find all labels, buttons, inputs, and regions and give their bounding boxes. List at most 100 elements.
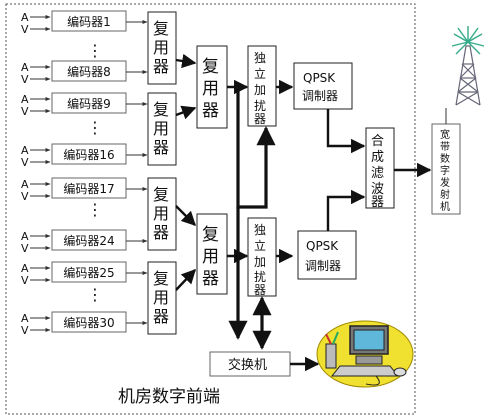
mux-stage2-top: 复 用 器 xyxy=(196,45,228,129)
antenna-tower-icon xyxy=(451,26,485,106)
svg-text:用: 用 xyxy=(153,38,169,57)
svg-text:用: 用 xyxy=(153,204,169,223)
svg-text:复: 复 xyxy=(153,269,169,288)
svg-text:立: 立 xyxy=(254,66,266,81)
svg-text:器: 器 xyxy=(371,195,384,210)
svg-text:立: 立 xyxy=(254,238,266,253)
svg-text:QPSK: QPSK xyxy=(303,71,336,85)
scrambler-top: 独 立 加 扰 器 xyxy=(247,45,277,127)
video-input-label: V xyxy=(21,105,29,118)
video-input-label: V xyxy=(21,156,29,169)
svg-text:用: 用 xyxy=(202,247,219,267)
ellipsis-1: ⋮ xyxy=(87,41,103,60)
audio-input-label: A xyxy=(21,11,29,24)
svg-text:宽: 宽 xyxy=(440,128,450,141)
arrow-qpsk-top-to-combiner xyxy=(326,109,366,154)
audio-input-label: A xyxy=(21,178,29,191)
encoder-box xyxy=(51,229,127,251)
mux-stage1-d: 复 用 器 xyxy=(147,261,177,335)
svg-text:复: 复 xyxy=(153,185,169,204)
qpsk-modulator-top: QPSK 调制器 xyxy=(293,62,353,110)
encoder-label: 编码器24 xyxy=(63,233,114,248)
audio-input-label: A xyxy=(21,312,29,325)
switch-bus xyxy=(228,87,276,350)
encoder-label: 编码器25 xyxy=(63,265,114,280)
encoder-box xyxy=(51,261,127,283)
svg-text:发: 发 xyxy=(440,176,450,189)
scrambler-bottom: 独 立 加 扰 器 xyxy=(247,217,277,297)
svg-text:用: 用 xyxy=(153,288,169,307)
encoder-row: AV 编码器24 xyxy=(21,229,127,255)
arrow-qpsk-bottom-to-combiner xyxy=(326,189,366,231)
svg-text:复: 复 xyxy=(202,57,219,77)
computer-workstation-icon xyxy=(316,320,414,388)
encoder-row: AV 编码器17 xyxy=(21,177,127,203)
ellipsis-2: ⋮ xyxy=(87,118,103,137)
audio-input-label: A xyxy=(21,262,29,275)
video-input-label: V xyxy=(21,274,29,287)
ellipsis-3: ⋮ xyxy=(87,200,103,219)
audio-input-label: A xyxy=(21,230,29,243)
encoder-label: 编码器9 xyxy=(67,96,111,111)
encoder-label: 编码器8 xyxy=(67,64,111,79)
svg-text:复: 复 xyxy=(153,19,169,38)
encoder-box xyxy=(51,177,127,199)
switch: 交换机 xyxy=(209,351,291,377)
video-input-label: V xyxy=(21,242,29,255)
svg-text:用: 用 xyxy=(153,119,169,138)
headend-frame xyxy=(5,3,416,415)
encoder-label: 编码器17 xyxy=(63,181,114,196)
svg-text:调制器: 调制器 xyxy=(305,259,341,273)
svg-text:加: 加 xyxy=(254,83,266,97)
encoder-arrows xyxy=(126,20,148,325)
svg-text:机: 机 xyxy=(440,200,450,213)
svg-text:成: 成 xyxy=(371,150,384,165)
mux-stage1-a: 复 用 器 xyxy=(147,11,177,85)
mux-stage2-bottom: 复 用 器 xyxy=(196,213,228,295)
svg-text:器: 器 xyxy=(254,283,266,297)
svg-text:复: 复 xyxy=(202,225,219,245)
encoder-box xyxy=(51,10,127,32)
encoder-box xyxy=(51,92,127,114)
svg-text:独: 独 xyxy=(254,51,266,65)
video-input-label: V xyxy=(21,73,29,86)
audio-input-label: A xyxy=(21,61,29,74)
svg-text:滤: 滤 xyxy=(371,166,384,181)
encoder-label: 编码器16 xyxy=(63,147,114,162)
qpsk-modulator-bottom: QPSK 调制器 xyxy=(297,230,357,280)
encoder-row: AV 编码器16 xyxy=(21,143,127,169)
svg-text:器: 器 xyxy=(202,269,219,289)
svg-text:调制器: 调制器 xyxy=(302,89,338,103)
svg-text:器: 器 xyxy=(153,57,169,76)
broadband-transmitter: 宽 带 数 字 发 射 机 xyxy=(431,123,461,215)
svg-text:独: 独 xyxy=(254,223,266,237)
svg-text:带: 带 xyxy=(440,141,450,153)
combiner-filter: 合 成 滤 波 器 xyxy=(365,127,395,210)
svg-text:合: 合 xyxy=(371,134,384,149)
video-input-label: V xyxy=(21,190,29,203)
svg-text:复: 复 xyxy=(153,100,169,119)
encoder-group: AV编码器1AV编码器8AV编码器9AV编码器16AV编码器17AV编码器24A… xyxy=(21,10,127,337)
svg-text:器: 器 xyxy=(153,138,169,157)
svg-text:器: 器 xyxy=(202,101,219,121)
mux-stage1-c: 复 用 器 xyxy=(147,177,177,251)
mux-stage1-arrows xyxy=(175,53,197,291)
svg-text:用: 用 xyxy=(202,79,219,99)
encoder-box xyxy=(51,143,127,165)
svg-text:器: 器 xyxy=(153,307,169,326)
svg-text:交换机: 交换机 xyxy=(228,357,267,373)
svg-text:器: 器 xyxy=(254,112,266,126)
svg-text:数: 数 xyxy=(440,152,450,165)
svg-text:射: 射 xyxy=(440,189,450,201)
encoder-box xyxy=(51,60,127,82)
audio-input-label: A xyxy=(21,93,29,106)
audio-input-label: A xyxy=(21,144,29,157)
encoder-row: AV 编码器8 xyxy=(21,60,127,86)
svg-text:扰: 扰 xyxy=(254,99,266,113)
encoder-row: AV 编码器25 xyxy=(21,261,127,287)
encoder-box xyxy=(51,311,127,333)
